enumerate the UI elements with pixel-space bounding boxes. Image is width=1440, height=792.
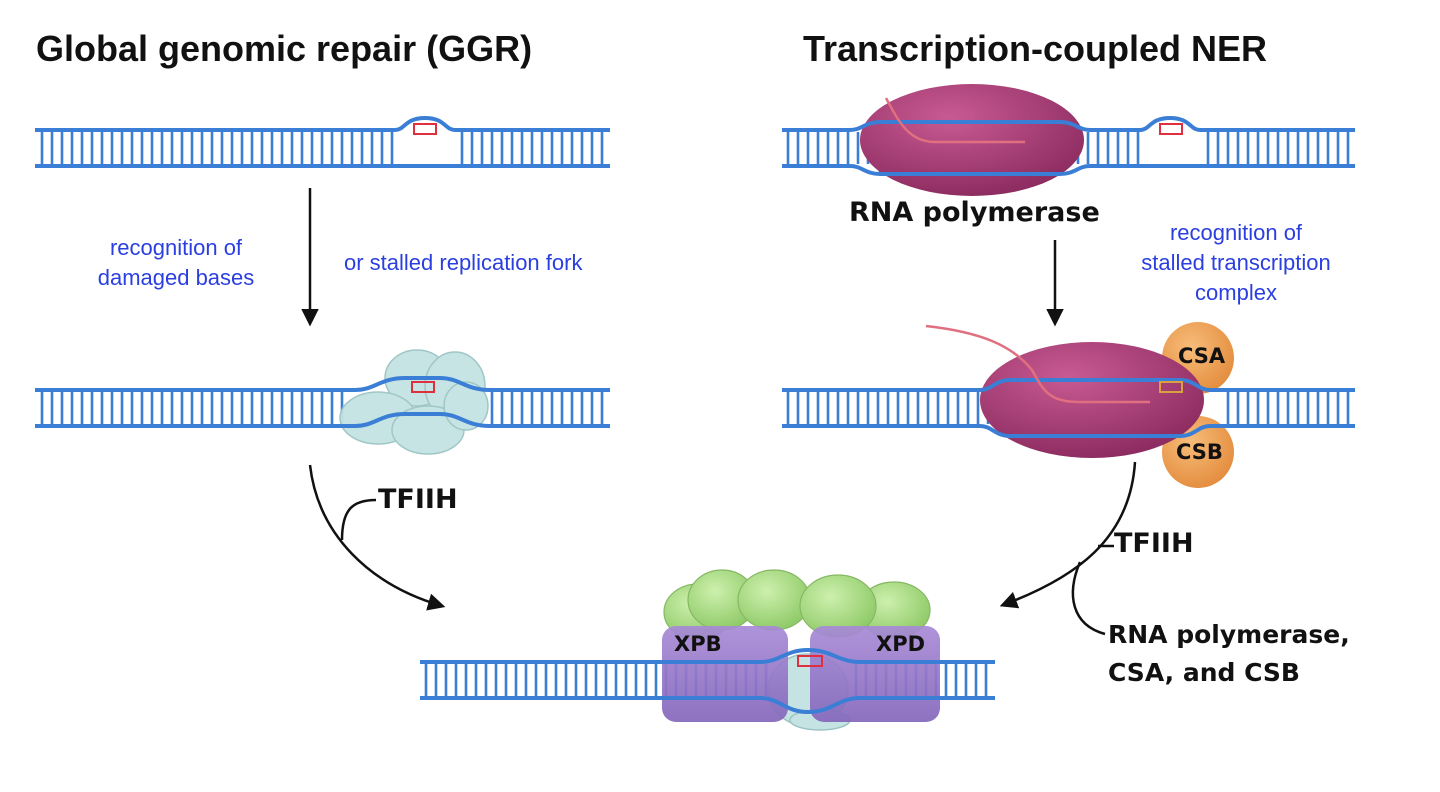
- damage-marker: [797, 655, 823, 667]
- ggr-recognition-label: recognition of damaged bases: [97, 235, 255, 290]
- csa-label: CSA: [1178, 344, 1226, 368]
- damage-marker: [1159, 381, 1183, 393]
- arrow-to-incision-complex: [999, 461, 1137, 609]
- tc-recognition-label: recognition of stalled transcription com…: [1141, 220, 1331, 305]
- rna-polymerase: [980, 342, 1204, 458]
- dna-bubble: [35, 376, 610, 428]
- xpd-label: XPD: [876, 632, 926, 656]
- dna-rungs: [40, 132, 604, 164]
- ggr-alt-trigger-label: or stalled replication fork: [344, 250, 583, 275]
- damage-marker: [1159, 123, 1183, 135]
- dna-rungs: [40, 392, 604, 424]
- tc-tfiih-label: TFIIH: [1114, 528, 1194, 559]
- tc-ner-title: Transcription-coupled NER: [803, 28, 1268, 69]
- tfiih-complex: [339, 349, 489, 455]
- rna-polymerase: [860, 84, 1084, 196]
- dna-open-bubble: [420, 647, 995, 715]
- damage-marker: [411, 381, 435, 393]
- dna-with-stalled-polymerase: [782, 378, 1355, 438]
- rna-transcript: [925, 324, 1150, 404]
- csb-label: CSB: [1176, 440, 1223, 464]
- xpb-label: XPB: [674, 632, 722, 656]
- dna-with-lesion: [35, 115, 610, 168]
- rna-transcript: [884, 97, 1025, 144]
- dna-with-polymerase: [782, 115, 1355, 176]
- damage-marker: [413, 123, 437, 135]
- tfiih-branch-connector: [340, 498, 377, 541]
- rna-polymerase-label: RNA polymerase: [849, 197, 1100, 228]
- green-subunits: [663, 569, 931, 641]
- ggr-title: Global genomic repair (GGR): [36, 28, 533, 69]
- ggr-tfiih-label: TFIIH: [378, 484, 458, 515]
- arrow-to-incision-complex: [308, 464, 446, 611]
- release-branch-connector: [1071, 561, 1106, 636]
- released-factors-label: RNA polymerase, CSA, and CSB: [1108, 620, 1350, 687]
